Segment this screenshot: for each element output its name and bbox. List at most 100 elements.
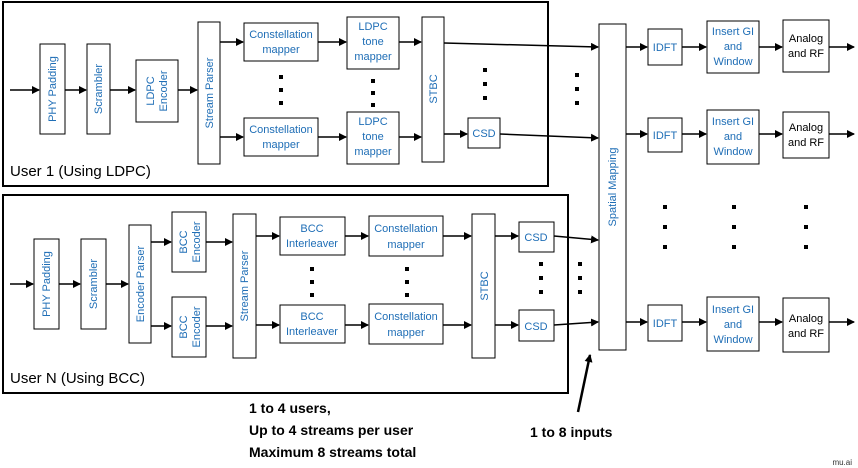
inputs-pointer-arrow	[576, 354, 593, 413]
userN-const1-line2: mapper	[387, 239, 425, 251]
user1-tone2-line2: tone	[362, 131, 383, 143]
userN-constellation-mapper-2: Constellation mapper	[368, 303, 444, 345]
chain1-idft-label: IDFT	[653, 42, 678, 54]
userN-bcc-interleaver-1: BCC Interleaver	[279, 216, 346, 256]
user1-const1-line1: Constellation	[249, 29, 313, 41]
userN-bcc-encoder-2: BCC Encoder	[171, 296, 207, 358]
userN-constellation-mapper-1: Constellation mapper	[368, 215, 444, 257]
userN-bcc1-line1: BCC	[178, 230, 190, 253]
userN-const1-line1: Constellation	[374, 223, 438, 235]
tx-chain-ellipsis-dots	[663, 205, 808, 249]
userN-const2-line1: Constellation	[374, 311, 438, 323]
userN-bcc-encoder-1: BCC Encoder	[171, 211, 207, 273]
userN-int2-line1: BCC	[300, 311, 323, 323]
chain3-rf-line1: Analog	[789, 313, 823, 325]
tx-chain-2: IDFT Insert GI and Window Analog and RF	[626, 109, 855, 165]
userN-csd1-label: CSD	[524, 232, 547, 244]
chain2-idft-label: IDFT	[653, 130, 678, 142]
user1-phy-padding-label: PHY Padding	[47, 56, 59, 122]
tx-chain-3: IDFT Insert GI and Window Analog and RF	[626, 296, 855, 353]
user1-ldpc-encoder-block: LDPC Encoder	[135, 59, 179, 123]
user1-caption: User 1 (Using LDPC)	[10, 163, 151, 180]
chain1-rf-line2: and RF	[788, 48, 824, 60]
userN-stbc-block: STBC	[471, 213, 496, 359]
user1-ldpc-tone-mapper-2: LDPC tone mapper	[346, 111, 400, 165]
spatial-mapping-label: Spatial Mapping	[607, 148, 619, 227]
chain1-idft-block	[647, 28, 683, 66]
user1-phy-padding-block: PHY Padding	[39, 43, 66, 135]
chain1-gi-line1: Insert GI	[712, 26, 754, 38]
note-inputs: 1 to 8 inputs	[530, 424, 613, 440]
spatial-mapping-block: Spatial Mapping	[598, 23, 627, 351]
tx-chain-1: IDFT Insert GI and Window Analog and RF	[626, 19, 855, 74]
user1-tone1-line1: LDPC	[358, 21, 387, 33]
user1-encoder-label-2: Encoder	[158, 70, 170, 111]
chain3-gi-line2: and	[724, 319, 742, 331]
user1-encoder-label-1: LDPC	[145, 76, 157, 105]
user1-constellation-mapper-1: Constellation mapper	[243, 22, 319, 62]
user1-group-box	[2, 1, 549, 187]
userN-group-box	[2, 194, 569, 394]
chain3-analog-rf-block	[782, 297, 830, 353]
userN-scrambler-block: Scrambler	[80, 238, 107, 330]
chain3-idft-label: IDFT	[653, 318, 678, 330]
userN-stream-parser-label: Stream Parser	[239, 250, 251, 321]
user1-scrambler-label: Scrambler	[93, 64, 105, 114]
chain2-rf-line1: Analog	[789, 122, 823, 134]
user1-stbc-label: STBC	[428, 74, 440, 103]
user1-ldpc-tone-mapper-1: LDPC tone mapper	[346, 16, 400, 70]
userN-scrambler-label: Scrambler	[88, 259, 100, 309]
userN-stbc-label: STBC	[479, 271, 491, 300]
chain3-insert-gi-block	[706, 296, 760, 352]
user1-const1-line2: mapper	[262, 44, 300, 56]
chain2-idft-block	[647, 117, 683, 153]
user1-tone1-line3: mapper	[354, 51, 392, 63]
user1-tone1-line2: tone	[362, 36, 383, 48]
chain1-gi-line3: Window	[713, 56, 752, 68]
user1-stream-parser-block: Stream Parser	[197, 21, 221, 165]
userN-int1-line1: BCC	[300, 223, 323, 235]
userN-stream-parser-block: Stream Parser	[232, 213, 257, 359]
user1-stream-1-to-spatial	[443, 42, 599, 51]
userN-stream-1-to-spatial	[553, 235, 599, 244]
chain2-gi-line3: Window	[713, 146, 752, 158]
chain3-rf-line2: and RF	[788, 328, 824, 340]
user1-stbc-block: STBC	[421, 16, 445, 163]
userN-const2-line2: mapper	[387, 327, 425, 339]
userN-csd2-label: CSD	[524, 321, 547, 333]
note-users-line1: 1 to 4 users,	[249, 400, 331, 416]
userN-bcc-interleaver-2: BCC Interleaver	[279, 304, 346, 344]
chain2-gi-line2: and	[724, 131, 742, 143]
note-users-line3: Maximum 8 streams total	[249, 444, 416, 460]
userN-ellipsis-dots	[310, 262, 582, 297]
user1-stream-2-to-spatial	[499, 133, 599, 142]
userN-caption: User N (Using BCC)	[10, 370, 145, 387]
user1-tone2-line1: LDPC	[358, 116, 387, 128]
user1-scrambler-block: Scrambler	[86, 43, 111, 135]
chain3-gi-line3: Window	[713, 334, 752, 346]
chain1-gi-line2: and	[724, 41, 742, 53]
userN-encoder-parser-label: Encoder Parser	[135, 245, 147, 322]
userN-csd-block-1: CSD	[518, 221, 555, 253]
user1-stream-parser-label: Stream Parser	[204, 57, 216, 128]
userN-int2-line2: Interleaver	[286, 326, 338, 338]
userN-phy-padding-label: PHY Padding	[41, 251, 53, 317]
userN-int1-line2: Interleaver	[286, 238, 338, 250]
userN-bcc2-line2: Encoder	[191, 306, 203, 347]
userN-phy-padding-block: PHY Padding	[33, 238, 60, 330]
userN-bcc2-line1: BCC	[178, 315, 190, 338]
chain2-gi-line1: Insert GI	[712, 116, 754, 128]
user1-ellipsis-dots	[279, 68, 579, 107]
userN-csd-block-2: CSD	[518, 309, 555, 342]
chain1-analog-rf-block	[782, 19, 830, 73]
user1-const2-line1: Constellation	[249, 124, 313, 136]
user1-const2-line2: mapper	[262, 139, 300, 151]
user1-tone2-line3: mapper	[354, 146, 392, 158]
user1-constellation-mapper-2: Constellation mapper	[243, 117, 319, 157]
chain3-gi-line1: Insert GI	[712, 304, 754, 316]
note-users-line2: Up to 4 streams per user	[249, 422, 414, 438]
chain2-rf-line2: and RF	[788, 137, 824, 149]
userN-encoder-parser-block: Encoder Parser	[128, 224, 152, 344]
